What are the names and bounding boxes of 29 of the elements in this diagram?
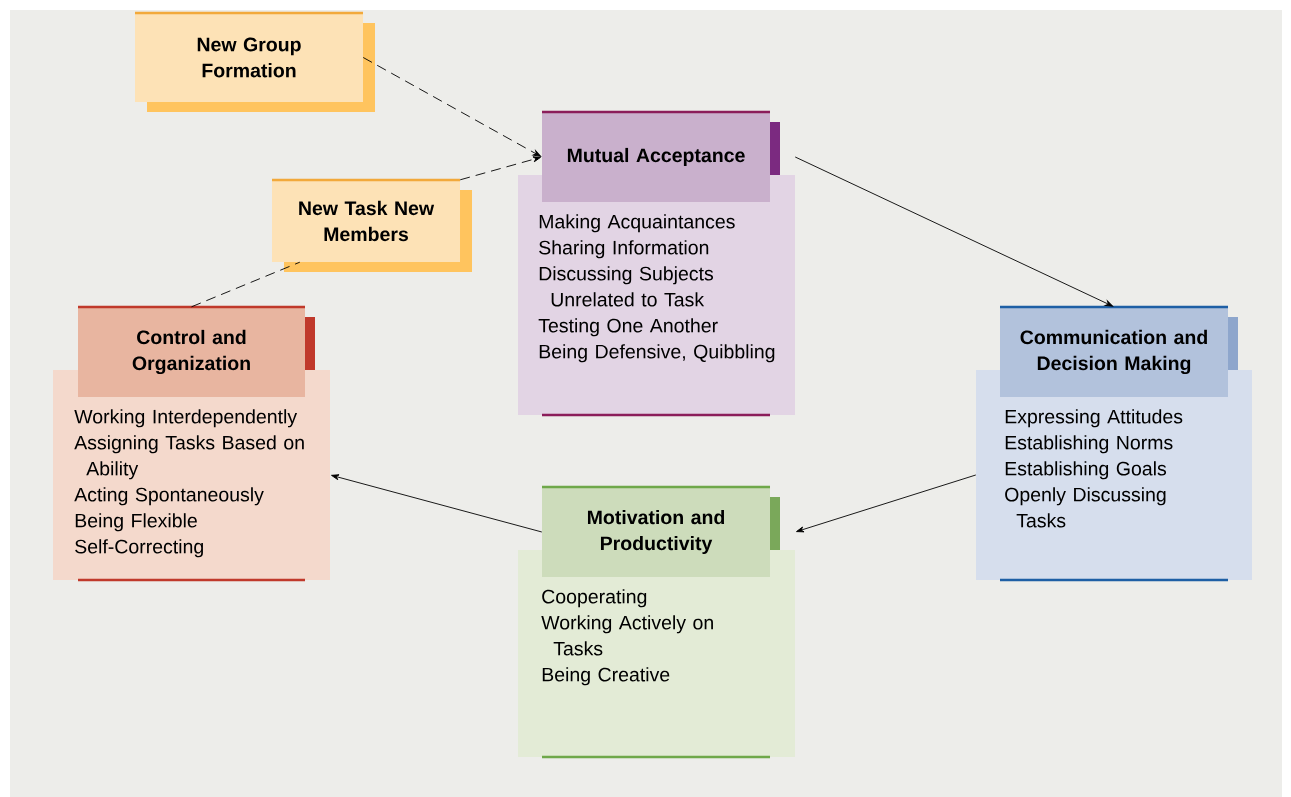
- list-item: Discussing Subjects Unrelated to Task: [539, 266, 714, 307]
- arrow: [331, 474, 543, 533]
- list-item: Working Interdependently: [74, 409, 298, 428]
- heading-box: Control and Organization: [78, 305, 315, 397]
- heading-box: Communication and Decision Making: [1000, 305, 1238, 397]
- list-item: Making Acquaintances: [539, 214, 735, 233]
- list-item: Assigning Tasks Based on Ability: [74, 435, 304, 480]
- list-item: Being Creative: [542, 667, 670, 686]
- dashed-line: [191, 261, 301, 308]
- list-item: Expressing Attitudes: [1005, 409, 1183, 428]
- dashed-arrow: [459, 156, 541, 181]
- list-item: Cooperating: [542, 589, 647, 608]
- note-box: New Group Formation: [135, 11, 375, 112]
- heading-box: Mutual Acceptance: [542, 110, 780, 202]
- note-box: New Task New Members: [272, 178, 472, 272]
- list-item: Testing One Another: [538, 318, 718, 337]
- list-item: Sharing Information: [539, 240, 709, 259]
- list-item: Working Actively on Tasks: [541, 615, 713, 656]
- list-item: Being Flexible: [75, 513, 197, 532]
- list-item: Acting Spontaneously: [74, 487, 264, 506]
- arrow: [796, 474, 977, 533]
- dashed-arrow: [362, 57, 542, 157]
- heading-box: Motivation and Productivity: [542, 485, 780, 577]
- list-item: Self-Correcting: [75, 539, 203, 558]
- list-item: Establishing Norms: [1005, 435, 1173, 454]
- list-item: Being Defensive, Quibbling: [539, 344, 775, 363]
- list-item: Openly Discussing Tasks: [1005, 487, 1166, 528]
- arrow: [794, 156, 1114, 307]
- list-item: Establishing Goals: [1005, 461, 1167, 480]
